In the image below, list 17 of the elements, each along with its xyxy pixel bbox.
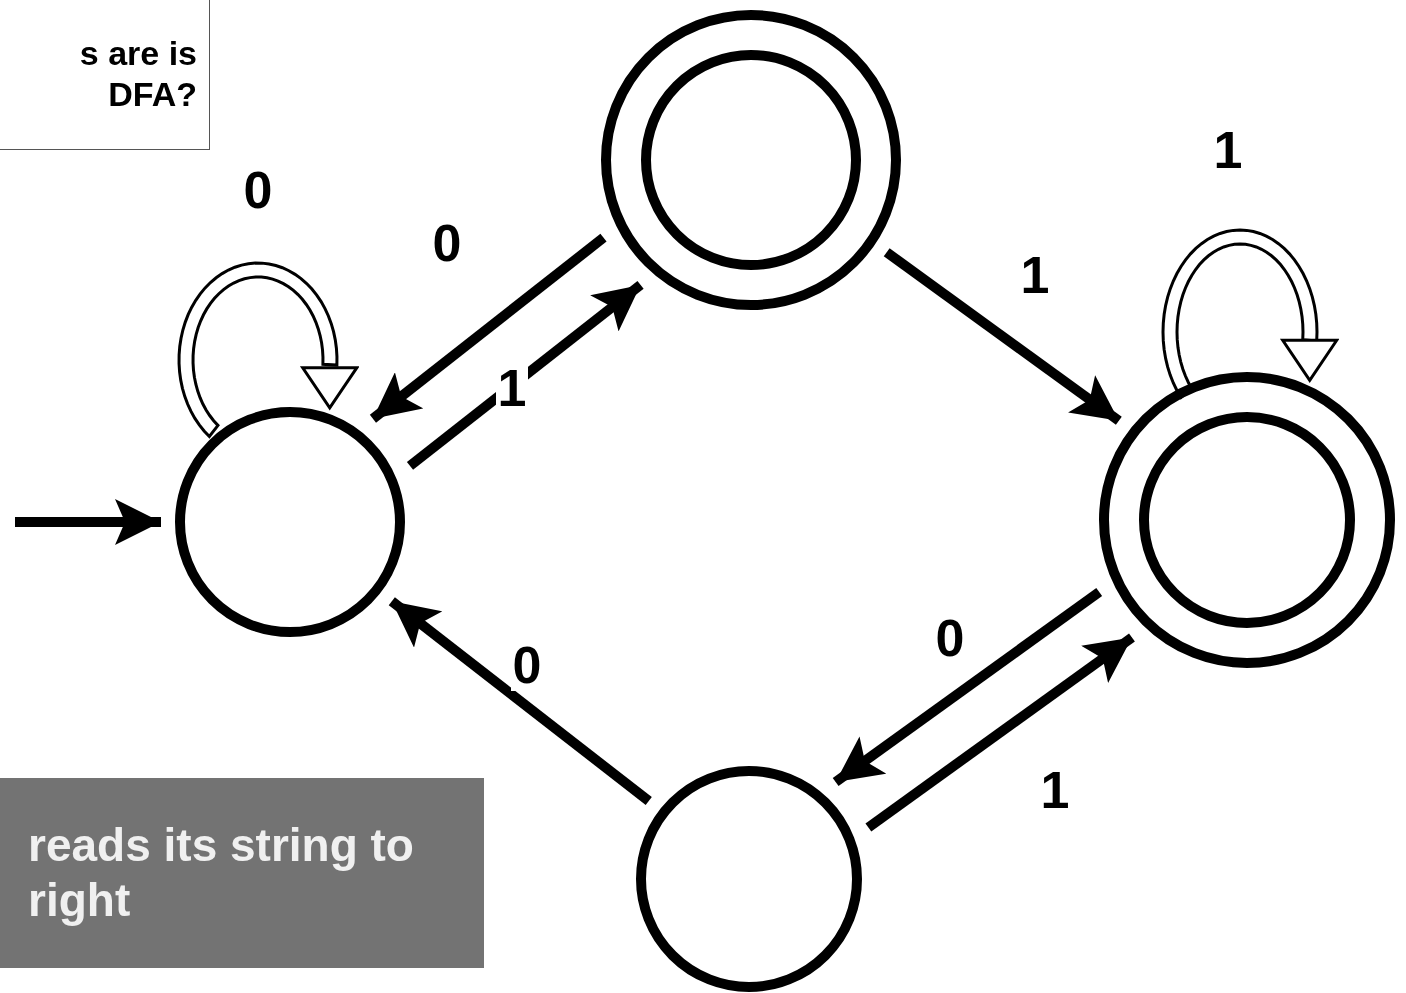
state-circle [175,407,405,637]
accept-state-circle [601,10,901,310]
question-text: s are is DFA? [78,33,197,115]
state-circle [636,766,862,992]
transition-arrow [832,587,1103,787]
transition-arrow [883,248,1122,425]
banner-text: reads its string to right [28,817,415,928]
text-banner [0,778,484,968]
start-arrow [15,499,161,545]
note-box [0,0,210,150]
transition-arrow [406,280,644,470]
transition-arrow [865,633,1135,832]
accept-state-circle [1099,372,1395,668]
transition-arrow [369,233,607,423]
transition-arrow [388,597,652,805]
self-loop-arrow [177,261,359,439]
self-loop-arrow [1161,228,1339,400]
